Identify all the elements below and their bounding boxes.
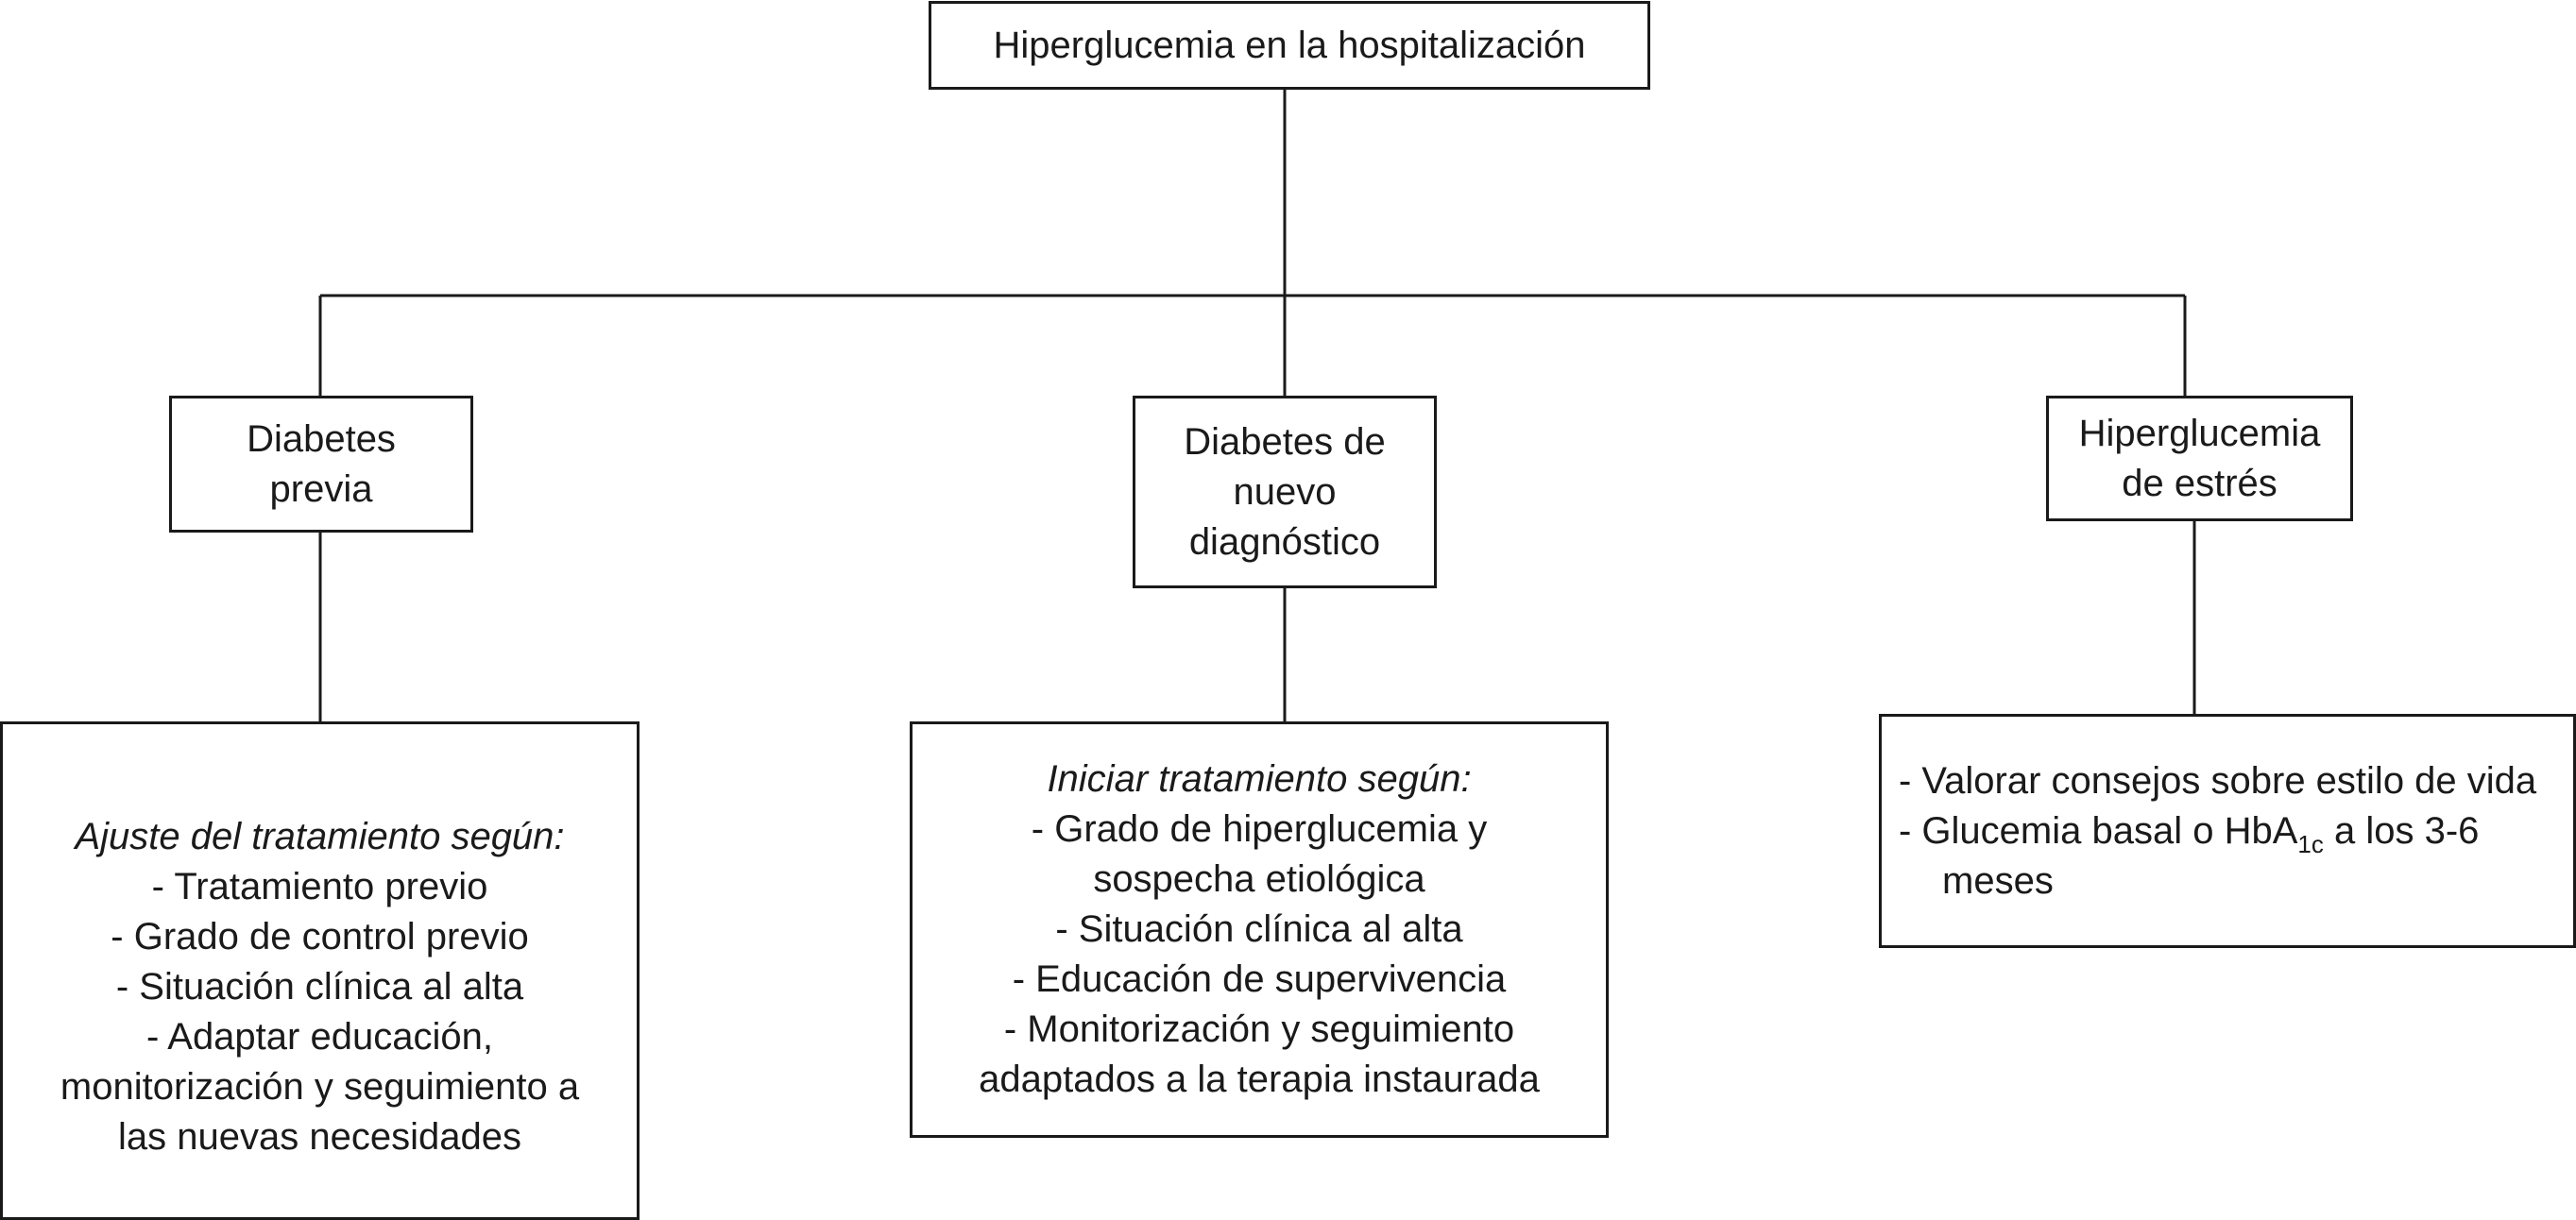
- detail-heading: Iniciar tratamiento según:: [1047, 758, 1472, 800]
- branch-title-line: de estrés: [2122, 462, 2277, 504]
- detail-line: monitorización y seguimiento a: [60, 1065, 580, 1108]
- branch-node-diabetes-nuevo-diagnostico: Diabetes de nuevo diagnóstico: [1133, 396, 1437, 588]
- detail-line: - Monitorización y seguimiento: [1003, 1008, 1515, 1050]
- branch-title-line: nuevo: [1233, 470, 1337, 513]
- root-title: Hiperglucemia en la hospitalización: [993, 24, 1586, 66]
- detail-line: adaptados a la terapia instaurada: [979, 1059, 1540, 1100]
- detail-box-diabetes-nuevo-diagnostico: Iniciar tratamiento según: - Grado de hi…: [910, 721, 1609, 1138]
- detail-box-hiperglucemia-estres: - Valorar consejos sobre estilo de vida …: [1879, 714, 2576, 948]
- branch-node-hiperglucemia-estres: Hiperglucemia de estrés: [2046, 396, 2353, 521]
- detail-item-prefix: - Glucemia basal o HbA: [1899, 809, 2298, 852]
- detail-line: - Adaptar educación,: [146, 1015, 493, 1058]
- detail-heading: Ajuste del tratamiento según:: [75, 815, 565, 857]
- detail-line: - Situación clínica al alta: [1055, 908, 1463, 950]
- branch-title-line: Hiperglucemia: [2078, 412, 2321, 454]
- detail-item-suffix: a los 3-6 meses: [1942, 809, 2480, 902]
- detail-line: - Situación clínica al alta: [115, 965, 524, 1008]
- detail-line: - Tratamiento previo: [151, 865, 488, 907]
- branch-title-line: previa: [269, 467, 373, 510]
- detail-box-diabetes-previa: Ajuste del tratamiento según: - Tratamie…: [0, 721, 640, 1220]
- branch-title-line: diagnóstico: [1188, 520, 1381, 563]
- branch-title-line: Diabetes de: [1184, 420, 1386, 463]
- branch-node-diabetes-previa: Diabetes previa: [169, 396, 473, 533]
- detail-line: - Educación de supervivencia: [1012, 958, 1507, 1000]
- detail-line: - Grado de control previo: [111, 915, 529, 957]
- detail-line: las nuevas necesidades: [118, 1115, 521, 1158]
- root-node: Hiperglucemia en la hospitalización: [929, 1, 1650, 90]
- branch-title-line: Diabetes: [247, 417, 396, 460]
- hba1c-subscript: 1c: [2297, 829, 2324, 858]
- detail-item: - Glucemia basal o HbA1c a los 3-6 meses: [1899, 806, 2573, 907]
- detail-item: - Valorar consejos sobre estilo de vida: [1899, 759, 2537, 802]
- detail-line: - Grado de hiperglucemia y: [1031, 808, 1488, 850]
- detail-line: sospecha etiológica: [1093, 858, 1425, 900]
